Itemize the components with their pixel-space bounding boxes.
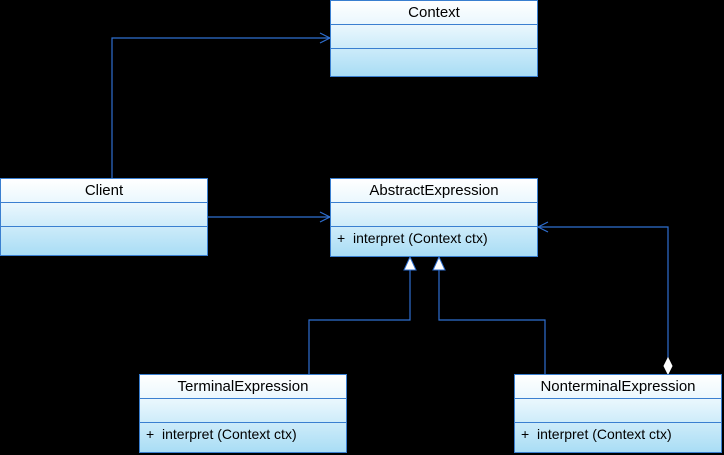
class-nonterminal-expression-operations: + interpret (Context ctx) (515, 423, 721, 445)
operation-signature: interpret (Context ctx) (162, 426, 297, 442)
class-context-attributes (331, 25, 537, 49)
operation-visibility: + (337, 230, 346, 246)
class-terminal-expression-name: TerminalExpression (140, 375, 346, 399)
class-nonterminal-expression-name: NonterminalExpression (515, 375, 721, 399)
class-abstract-expression-name: AbstractExpression (331, 179, 537, 203)
operation-signature: interpret (Context ctx) (353, 230, 488, 246)
class-nonterminal-expression[interactable]: NonterminalExpression + interpret (Contex… (514, 374, 722, 453)
generalization-arrowhead-terminal (403, 255, 417, 271)
class-abstract-expression-operations: + interpret (Context ctx) (331, 227, 537, 249)
generalization-arrowhead-nonterminal (432, 255, 446, 271)
class-client-name: Client (1, 179, 207, 203)
operation-visibility: + (146, 426, 155, 442)
aggregation-diamond (663, 356, 673, 376)
generalization-terminal-abstract (308, 270, 411, 374)
operation-signature: interpret (Context ctx) (537, 426, 672, 442)
class-context-name: Context (331, 1, 537, 25)
class-client[interactable]: Client (0, 178, 208, 256)
class-nonterminal-expression-attributes (515, 399, 721, 423)
aggregation-nonterminal-abstract (538, 227, 669, 358)
class-terminal-expression[interactable]: TerminalExpression + interpret (Context c… (139, 374, 347, 453)
operation-visibility: + (521, 426, 530, 442)
class-abstract-expression[interactable]: AbstractExpression + interpret (Context c… (330, 178, 538, 257)
class-client-attributes (1, 203, 207, 227)
association-client-context (111, 38, 330, 178)
class-context[interactable]: Context (330, 0, 538, 77)
class-terminal-expression-operations: + interpret (Context ctx) (140, 423, 346, 445)
class-terminal-expression-attributes (140, 399, 346, 423)
generalization-nonterminal-abstract (438, 270, 546, 374)
class-abstract-expression-attributes (331, 203, 537, 227)
